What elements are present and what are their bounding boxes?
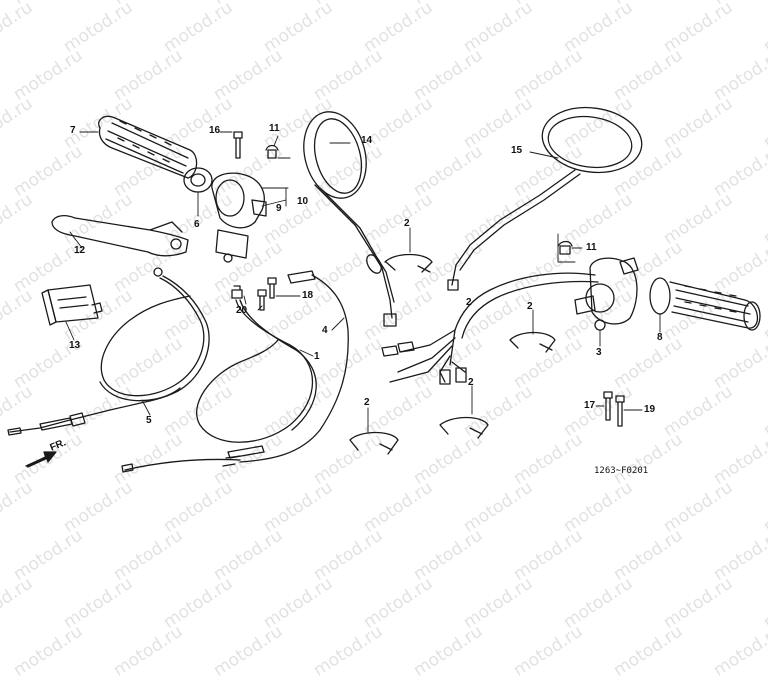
cable-clamps: [349, 253, 556, 455]
watermark-text: motod.ru: [760, 573, 768, 633]
part-number-label: 19: [644, 404, 656, 415]
part-number-label: 17: [584, 400, 596, 411]
part-number-label: 12: [74, 245, 86, 256]
part-number-label: 13: [69, 340, 81, 351]
part-number-label: 9: [276, 203, 282, 214]
part-number-label: 2: [466, 297, 472, 308]
diagram-code: 1263~F0201: [594, 466, 649, 476]
throttle-cables: [121, 270, 349, 473]
part-number-label: 20: [236, 305, 248, 316]
part-number-label: 7: [70, 125, 76, 136]
choke-switch: [41, 284, 103, 326]
watermark-text: motod.ru: [60, 573, 137, 633]
part-number-label: 15: [511, 145, 523, 156]
part-number-label: 18: [302, 290, 314, 301]
part-number-label: 5: [146, 415, 152, 426]
throttle-housing: [211, 172, 267, 263]
parts-diagram: [7, 106, 761, 473]
watermark-text: motod.ru: [110, 621, 187, 681]
watermark-text: motod.ru: [360, 573, 437, 633]
part-number-label: 4: [322, 325, 328, 336]
part-number-label: 2: [364, 397, 370, 408]
right-grip: [649, 277, 761, 331]
part-number-label: 2: [404, 218, 410, 229]
watermark-text: motod.ru: [410, 621, 487, 681]
watermark-text: motod.ru: [710, 621, 768, 681]
part-number-label: 11: [269, 123, 280, 134]
watermark-text: motod.ru: [560, 573, 637, 633]
part-number-label: 8: [657, 332, 663, 343]
part-number-label: 14: [361, 135, 373, 146]
switch-harness: [381, 257, 639, 385]
part-number-label: 6: [194, 219, 200, 230]
watermark-text: motod.ru: [260, 573, 337, 633]
watermark-text: motod.ru: [0, 573, 37, 633]
part-number-label: 2: [527, 301, 533, 312]
watermark-text: motod.ru: [160, 573, 237, 633]
watermark-text: motod.ru: [210, 621, 287, 681]
watermark-text: motod.ru: [660, 573, 737, 633]
watermark-text: motod.ru: [610, 621, 687, 681]
clutch-lever: [51, 215, 189, 257]
watermark-text: motod.ru: [10, 621, 87, 681]
watermark-text: motod.ru: [310, 621, 387, 681]
part-number-label: 1: [314, 351, 320, 362]
left-mirror: [303, 111, 397, 327]
front-direction-arrow: [25, 451, 57, 468]
part-number-label: 11: [586, 242, 597, 253]
screws-bolts: [231, 131, 625, 427]
right-mirror: [447, 106, 643, 291]
watermark-text: motod.ru: [510, 621, 587, 681]
leader-lines: [65, 131, 661, 433]
watermark-text: motod.ru: [460, 573, 537, 633]
clutch-cable: [7, 267, 210, 436]
part-number-label: 16: [209, 125, 221, 136]
part-number-label: 3: [596, 347, 602, 358]
part-number-label: 10: [297, 196, 309, 207]
left-grip: [98, 115, 213, 193]
part-number-label: 2: [468, 377, 474, 388]
